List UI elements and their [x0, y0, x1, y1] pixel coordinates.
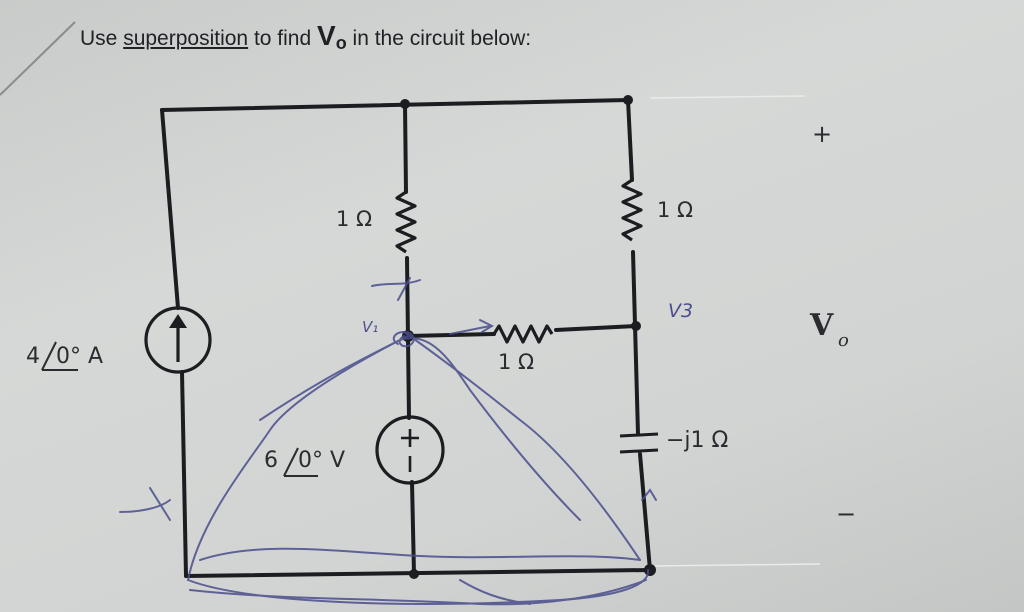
- resistor-right: [621, 178, 643, 242]
- label-current-source-angle: 0° A: [56, 344, 104, 369]
- resistor-middle: [492, 324, 554, 344]
- phasor-angle-marks: [41, 341, 318, 477]
- label-resistor-left: 1 Ω: [336, 207, 373, 231]
- label-voltage-source-angle: 0° V: [298, 448, 346, 473]
- prompt-tail: in the circuit below:: [346, 27, 532, 50]
- output-top-line: [649, 95, 806, 99]
- current-source: [144, 306, 212, 374]
- output-bottom-line: [651, 563, 821, 567]
- label-current-source-magnitude: 4: [26, 344, 40, 369]
- output-v-sub: o: [838, 330, 849, 351]
- pen-scribbles: [119, 277, 657, 606]
- voltage-source: [375, 415, 445, 485]
- output-minus: −: [836, 500, 857, 528]
- output-plus: +: [812, 120, 833, 148]
- paper-fold: [0, 21, 76, 96]
- label-capacitor: −j1 Ω: [666, 428, 729, 453]
- prompt-v-sub: o: [335, 33, 347, 53]
- label-resistor-middle: 1 Ω: [498, 350, 535, 374]
- prompt-mid: to find: [248, 27, 317, 50]
- handwritten-v1: V₁: [362, 318, 379, 336]
- resistor-left: [395, 190, 417, 254]
- prompt-v: V: [317, 20, 336, 51]
- label-voltage-source-magnitude: 6: [264, 448, 278, 473]
- label-resistor-right: 1 Ω: [657, 198, 694, 222]
- handwritten-v3: V3: [668, 300, 694, 322]
- prompt-lead: Use: [80, 27, 124, 50]
- output-v: V: [810, 308, 834, 343]
- prompt-keyword: superposition: [123, 27, 249, 50]
- problem-statement: Use superposition to find Vo in the circ…: [80, 20, 531, 54]
- capacitor: [619, 432, 659, 454]
